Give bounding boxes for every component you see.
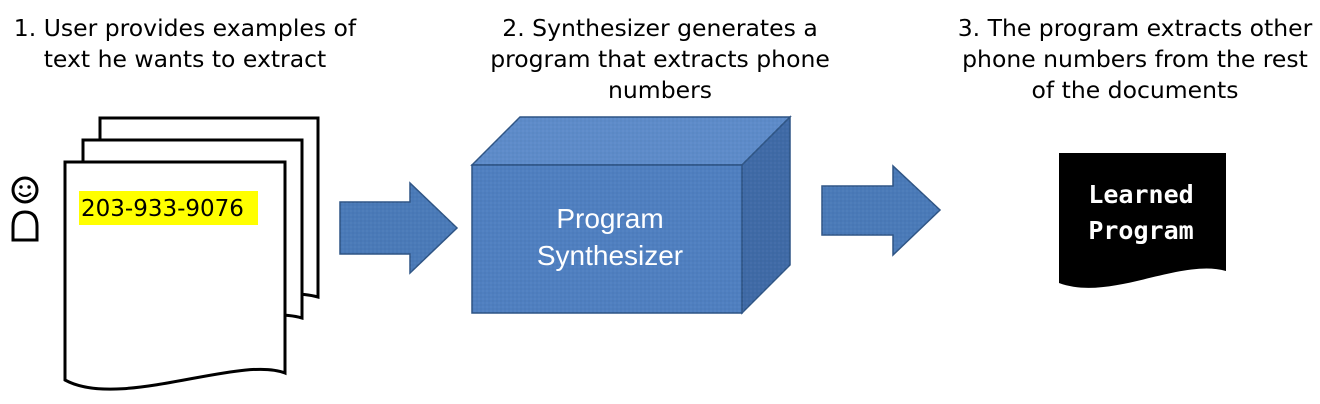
user-smiley-icon: [11, 176, 39, 242]
cube-icon: Program Synthesizer: [470, 115, 792, 315]
program-document-icon: Learned Program: [1059, 153, 1226, 288]
step-3-caption: 3. The program extracts other phone numb…: [957, 14, 1313, 104]
learned-program-line2: Program: [1088, 216, 1193, 245]
step-2-caption: 2. Synthesizer generates a program that …: [490, 14, 830, 104]
document-stack-icon: 203-933-9076: [63, 116, 320, 391]
learned-program-line1: Learned: [1088, 180, 1193, 209]
synthesizer-label-line1: Program: [556, 203, 663, 234]
example-phone-number: 203-933-9076: [81, 196, 244, 222]
synthesizer-label-line2: Synthesizer: [537, 240, 683, 271]
step-1-caption: 1. User provides examples of text he wan…: [13, 14, 357, 73]
phone-highlight: [79, 191, 258, 225]
